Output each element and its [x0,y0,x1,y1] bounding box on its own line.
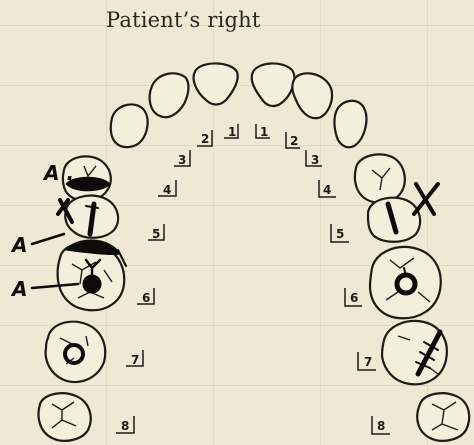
label-l1: 1 [256,124,270,139]
annotation-a-2: A [10,277,27,301]
filling-r6-dot [83,275,101,293]
label-r7: 7 [126,350,143,367]
svg-text:4: 4 [323,183,331,197]
label-r2: 2 [197,130,212,146]
svg-text:7: 7 [364,355,372,369]
label-l5: 5 [331,224,349,242]
tooth-l6-img[interactable] [370,247,441,318]
tooth-r3[interactable] [335,101,367,147]
svg-text:7: 7 [131,353,139,367]
svg-text:2: 2 [290,134,298,148]
label-l3: 3 [306,150,322,167]
tooth-l4-img[interactable] [355,154,405,202]
svg-text:3: 3 [311,153,319,167]
label-l4: 4 [319,180,336,197]
extraction-x-right-image [414,184,438,214]
tooth-r1[interactable] [252,63,295,106]
tooth-l7-img[interactable] [382,321,447,384]
svg-text:1: 1 [260,125,268,139]
svg-text:4: 4 [163,183,171,197]
svg-text:6: 6 [350,291,358,305]
label-l6: 6 [345,288,362,306]
label-r4: 4 [158,180,176,197]
svg-text:6: 6 [142,291,150,305]
tooth-l1[interactable] [194,63,238,104]
tooth-l2[interactable] [150,73,189,117]
svg-text:3: 3 [178,153,186,167]
label-l7: 7 [358,352,376,370]
label-l2: 2 [286,132,300,148]
tooth-r2[interactable] [292,73,332,118]
annotation-a-dot: A . [42,161,74,185]
tooth-l3[interactable] [111,104,148,147]
svg-text:1: 1 [228,125,236,139]
label-l8: 8 [372,416,390,434]
label-r6: 6 [137,288,154,305]
svg-text:8: 8 [377,419,385,433]
svg-text:2: 2 [201,132,209,146]
svg-text:5: 5 [152,227,160,241]
label-r1: 1 [224,124,238,139]
label-r5: 5 [148,224,164,241]
leader-a-1 [32,234,64,244]
tooth-r8-img[interactable] [39,393,91,441]
label-r3: 3 [174,150,190,167]
svg-text:5: 5 [336,227,344,241]
svg-text:8: 8 [121,419,129,433]
label-r8: 8 [116,416,134,433]
tooth-r7-img[interactable] [46,322,106,382]
annotation-a-1: A [10,233,27,257]
